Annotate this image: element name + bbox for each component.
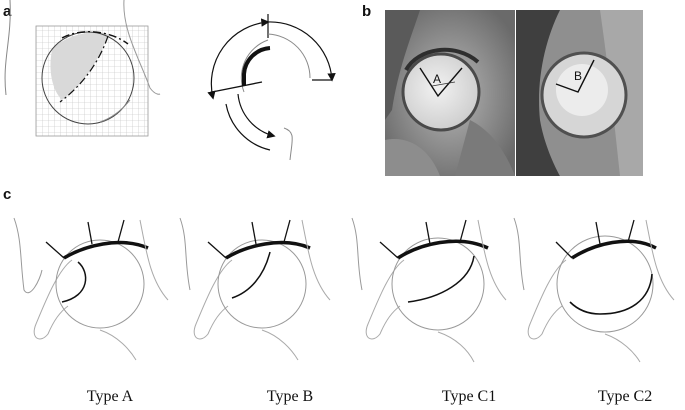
type-label-a: Type A (86, 388, 134, 405)
mri-angle-label-b: B (574, 69, 582, 83)
type-c1-diagram (351, 217, 507, 363)
type-label-b: Type B (266, 388, 314, 405)
panel-label-b: b (362, 3, 372, 20)
panel-a-grid-figure (4, 0, 161, 137)
type-b-diagram (179, 217, 331, 361)
panel-b-mri-left: A (385, 10, 515, 176)
shaded-lesion (50, 32, 108, 100)
type-a-diagram (13, 217, 169, 361)
panel-a-arc-diagram (207, 14, 336, 161)
mri-angle-label-a: A (433, 72, 441, 86)
panel-label-c: c (3, 186, 12, 203)
type-c2-diagram (513, 217, 675, 363)
panel-b-mri-right: B (516, 10, 643, 176)
type-label-c1: Type C1 (441, 388, 497, 405)
type-label-c2: Type C2 (597, 388, 653, 405)
panel-label-a: a (3, 3, 12, 20)
